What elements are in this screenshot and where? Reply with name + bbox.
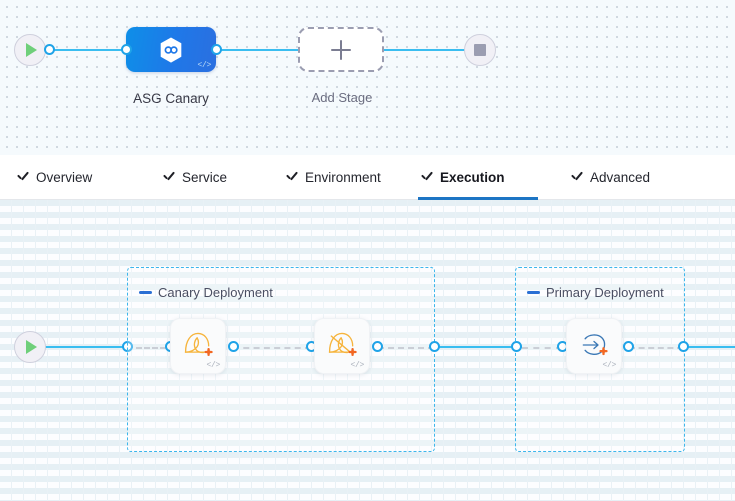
asg-rolling-deploy-icon — [582, 334, 608, 356]
connector-step3-to-group2-out — [629, 347, 683, 349]
port-stage-in[interactable] — [121, 44, 132, 55]
group-label: Canary Deployment — [158, 285, 273, 300]
tab-service[interactable]: Service — [160, 155, 229, 200]
execution-start-node[interactable] — [14, 331, 46, 363]
plus-icon — [331, 39, 351, 60]
group-title-primary[interactable]: Primary Deployment — [527, 285, 664, 300]
execution-canvas[interactable]: Canary Deployment </> — [0, 200, 735, 501]
add-stage-button[interactable] — [298, 27, 384, 72]
connector-start-to-canary-group — [40, 346, 133, 348]
group-title-canary[interactable]: Canary Deployment — [139, 285, 273, 300]
stage-tab-bar: Overview Service Environment Execution A… — [0, 155, 735, 200]
pipeline-stop-node[interactable] — [464, 34, 496, 66]
connector-stage-to-addstage — [212, 49, 304, 51]
asg-canary-delete-icon — [328, 332, 357, 356]
connector-canary-to-primary-group — [434, 346, 522, 348]
group-label: Primary Deployment — [546, 285, 664, 300]
stage-node-asg-canary[interactable]: </> — [126, 27, 216, 72]
stage-canvas[interactable]: </> ASG Canary Add Stage — [0, 0, 735, 155]
stop-icon — [474, 44, 486, 56]
step-node-asg-canary-delete[interactable]: </> — [314, 318, 370, 374]
port-step1-out[interactable] — [228, 341, 239, 352]
port-step3-out[interactable] — [623, 341, 634, 352]
connector-addstage-to-stop — [378, 49, 472, 51]
port-primary-group-in[interactable] — [511, 341, 522, 352]
collapse-dash-icon[interactable] — [139, 291, 152, 294]
port-canary-group-out[interactable] — [429, 341, 440, 352]
port-start-out[interactable] — [44, 44, 55, 55]
tab-label: Advanced — [590, 170, 651, 185]
tab-label: Execution — [440, 170, 505, 185]
tab-environment[interactable]: Environment — [283, 155, 383, 200]
check-icon — [285, 171, 298, 184]
tab-advanced[interactable]: Advanced — [568, 155, 652, 200]
step-code-glyph: </> — [602, 361, 616, 370]
collapse-dash-icon[interactable] — [527, 291, 540, 294]
check-icon — [420, 171, 433, 184]
stage-code-glyph: </> — [197, 61, 211, 70]
connector-group-in-to-step1 — [136, 347, 166, 349]
port-primary-group-out[interactable] — [678, 341, 689, 352]
connector-primary-group-out — [683, 346, 735, 348]
port-step2-out[interactable] — [372, 341, 383, 352]
tab-overview[interactable]: Overview — [14, 155, 94, 200]
stage-label-asg-canary: ASG Canary — [133, 91, 209, 106]
check-icon — [16, 171, 29, 184]
port-stage-out[interactable] — [211, 44, 222, 55]
add-stage-label: Add Stage — [311, 90, 373, 105]
check-icon — [570, 171, 583, 184]
step-node-asg-canary-deploy[interactable]: </> — [170, 318, 226, 374]
step-node-asg-rolling-deploy[interactable]: </> — [566, 318, 622, 374]
play-icon — [26, 340, 37, 354]
tab-label: Environment — [305, 170, 381, 185]
harness-hexagon-infinity-icon — [160, 36, 182, 63]
connector-step2-to-group-out — [378, 347, 434, 349]
check-icon — [162, 171, 175, 184]
asg-canary-deploy-icon — [184, 332, 213, 356]
tab-underline — [418, 197, 538, 200]
connector-group2-in-to-step3 — [522, 347, 562, 349]
tab-execution[interactable]: Execution — [418, 155, 538, 200]
marker — [204, 347, 213, 356]
tab-label: Overview — [36, 170, 93, 185]
play-icon — [26, 43, 37, 57]
step-code-glyph: </> — [350, 361, 364, 370]
tab-label: Service — [182, 170, 228, 185]
connector-start-to-stage — [40, 49, 134, 51]
connector-step1-to-step2 — [233, 347, 311, 349]
pipeline-start-node[interactable] — [14, 34, 46, 66]
step-code-glyph: </> — [206, 361, 220, 370]
